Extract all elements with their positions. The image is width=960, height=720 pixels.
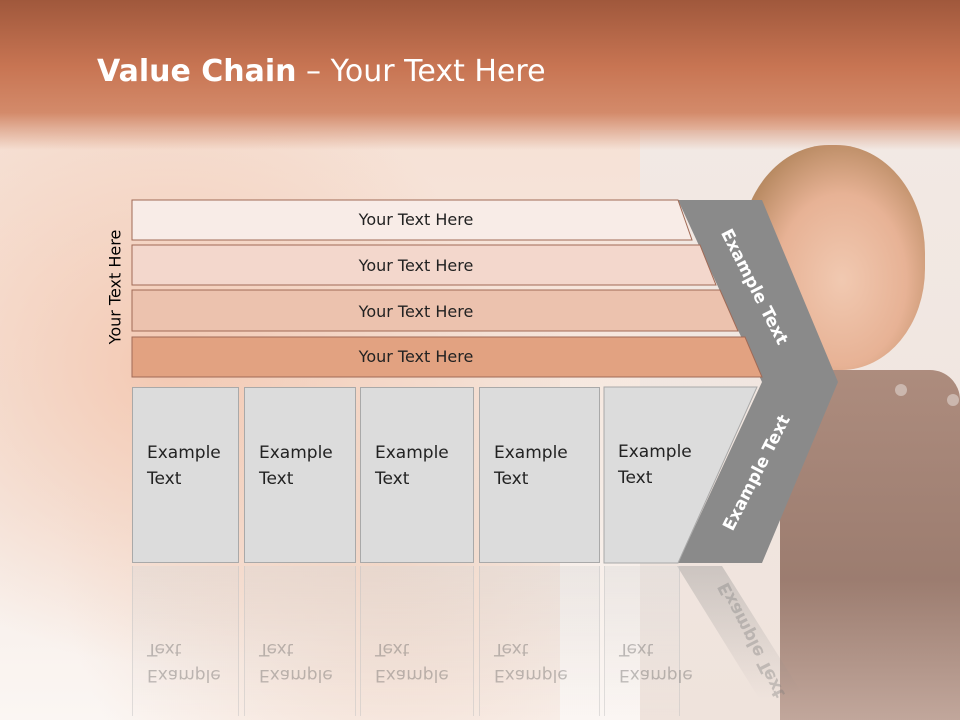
- column-label-2: Example Text: [259, 443, 333, 489]
- chevron-shape: [678, 200, 838, 563]
- column-label-4: Example Text: [494, 443, 568, 489]
- band-label-2: Your Text Here: [358, 256, 474, 275]
- column-2: Example Text: [244, 387, 356, 563]
- column-reflection-4: Example Text: [479, 566, 600, 716]
- column-label-5: Example Text: [618, 442, 692, 488]
- column-reflection-5: Example Text: [604, 566, 693, 716]
- column-label-1: Example Text: [147, 443, 221, 489]
- column-reflection-3: Example Text: [360, 566, 474, 716]
- column-4: Example Text: [479, 387, 600, 563]
- band-shape-3: [131, 289, 739, 332]
- column-3: Example Text: [360, 387, 474, 563]
- column-1: Example Text: [132, 387, 239, 563]
- column-reflection-2: Example Text: [244, 566, 356, 716]
- slide-title: Value Chain – Your Text Here: [97, 54, 546, 89]
- column-reflection-1: Example Text: [132, 566, 239, 716]
- title-bold: Value Chain: [97, 54, 297, 89]
- column-reflection-text-3: Example Text: [375, 639, 449, 685]
- column-reflection-text-2: Example Text: [259, 639, 333, 685]
- band-shape-4: [131, 336, 763, 378]
- column-reflection-text-4: Example Text: [494, 639, 568, 685]
- column-shape-5: [603, 386, 758, 564]
- band-label-1: Your Text Here: [358, 210, 474, 229]
- title-rest: – Your Text Here: [296, 54, 546, 89]
- column-reflection-text-1: Example Text: [147, 639, 221, 685]
- column-reflection-text-5: Example Text: [619, 639, 693, 685]
- band-shape-1: [131, 199, 693, 241]
- band-label-3: Your Text Here: [358, 302, 474, 321]
- header-band: [0, 0, 960, 150]
- column-label-3: Example Text: [375, 443, 449, 489]
- band-shape-2: [131, 244, 717, 286]
- chevron-reflection: [677, 566, 800, 700]
- band-label-4: Your Text Here: [358, 347, 474, 366]
